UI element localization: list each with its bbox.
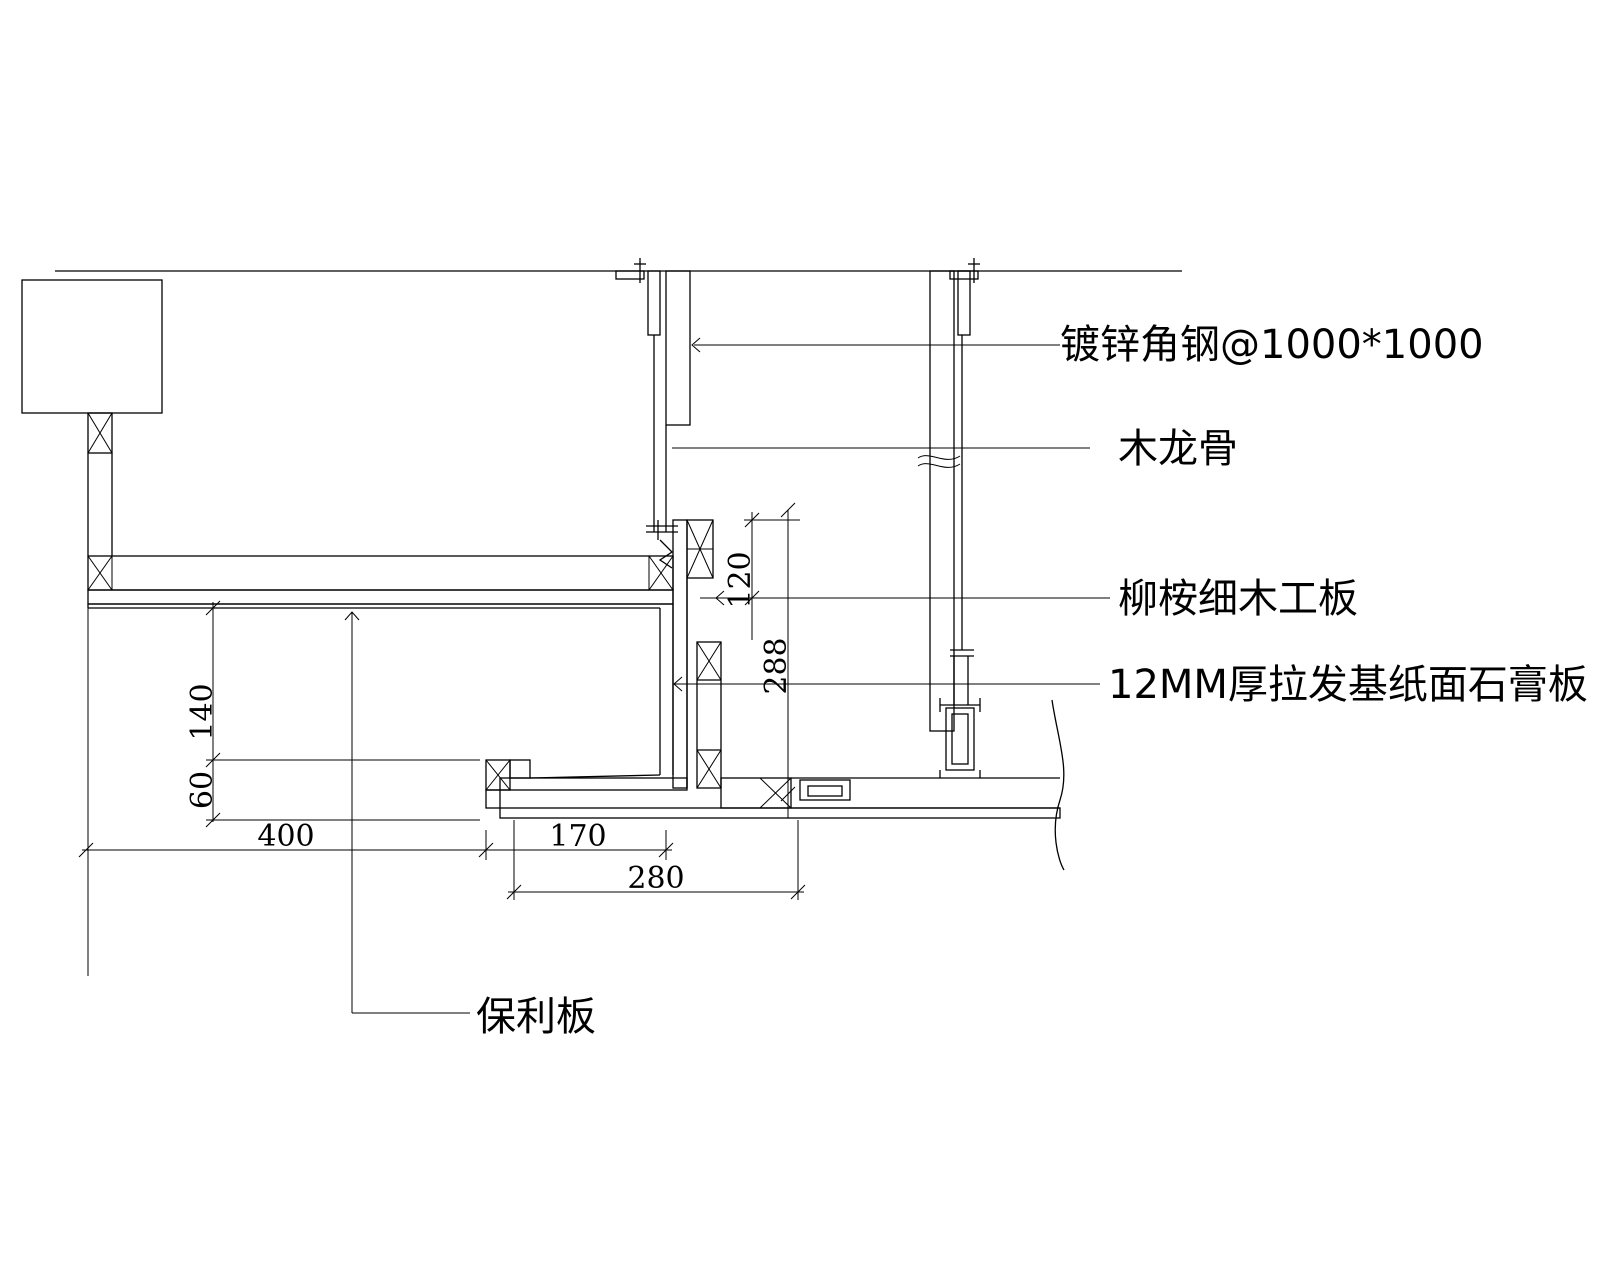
hanger-right — [917, 258, 981, 732]
dim-400: 400 — [257, 819, 314, 854]
dim-170: 170 — [549, 819, 606, 854]
runner-channel — [799, 707, 981, 801]
dim-60: 60 — [185, 771, 220, 809]
dimension-texts: 140 60 400 170 280 120 288 — [185, 551, 794, 896]
dim-280: 280 — [627, 861, 684, 896]
label-blockboard: 柳桉细木工板 — [1118, 576, 1358, 622]
leader-lines — [344, 337, 1110, 1014]
label-poly-board: 保利板 — [476, 994, 596, 1040]
beam-block — [21, 279, 163, 414]
label-gypsum-board: 12MM厚拉发基纸面石膏板 — [1108, 662, 1588, 708]
dim-140: 140 — [185, 683, 220, 740]
hanger-left — [615, 258, 691, 569]
label-angle-steel: 镀锌角钢@1000*1000 — [1060, 322, 1484, 368]
vertical-drop — [659, 519, 722, 789]
horizontal-wood-keel — [87, 555, 674, 591]
dim-120: 120 — [723, 551, 758, 608]
left-wood-keel — [87, 412, 113, 556]
bottom-step — [485, 759, 792, 809]
callout-labels: 镀锌角钢@1000*1000 木龙骨 柳桉细木工板 12MM厚拉发基纸面石膏板 … — [476, 322, 1588, 1040]
poly-board-horizontal — [87, 603, 673, 609]
blockboard-horizontal — [87, 589, 674, 605]
gypsum-board — [499, 699, 1065, 871]
label-wood-keel: 木龙骨 — [1118, 426, 1238, 472]
dim-288: 288 — [759, 637, 794, 694]
dimension-lines — [78, 502, 806, 976]
